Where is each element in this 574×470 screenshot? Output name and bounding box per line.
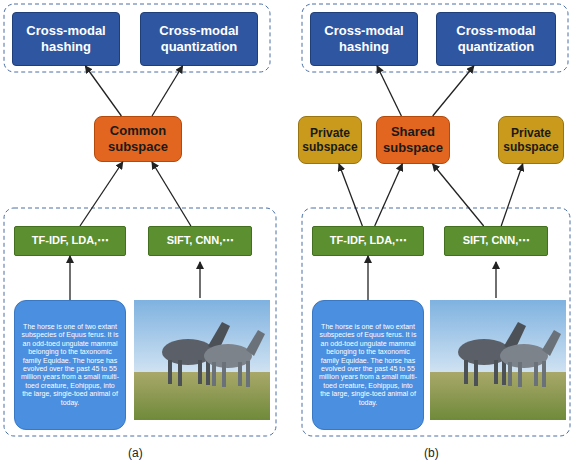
arrow-connector bbox=[433, 66, 474, 116]
dashed-group bbox=[4, 4, 270, 72]
node-text: Cross-modal hashing bbox=[316, 23, 412, 54]
horse-photo bbox=[430, 300, 566, 420]
subspace-box: Private subspace bbox=[298, 116, 362, 164]
node-text: Cross-modal hashing bbox=[18, 23, 114, 54]
feature-box: TF-IDF, LDA,⋯ bbox=[14, 226, 126, 256]
panel-label: (b) bbox=[424, 446, 439, 460]
text-document: The horse is one of two extant subspecie… bbox=[14, 300, 126, 430]
node-text: Common subspace bbox=[100, 123, 176, 154]
node-text: Private subspace bbox=[503, 126, 558, 155]
subspace-box: Shared subspace bbox=[376, 116, 450, 164]
photo-arrow bbox=[199, 262, 200, 298]
method-box: Cross-modal quantization bbox=[140, 12, 258, 66]
node-text: TF-IDF, LDA,⋯ bbox=[330, 234, 406, 247]
arrow-connector bbox=[85, 66, 121, 116]
arrow-connector bbox=[69, 256, 70, 300]
feature-box: SIFT, CNN,⋯ bbox=[148, 226, 252, 256]
arrow-connector bbox=[80, 162, 123, 226]
method-box: Cross-modal hashing bbox=[12, 12, 120, 66]
feature-box: TF-IDF, LDA,⋯ bbox=[312, 226, 424, 256]
arrow-connector bbox=[501, 164, 523, 226]
panel-label: (a) bbox=[128, 446, 143, 460]
arrow-connector bbox=[152, 66, 183, 116]
feature-box: SIFT, CNN,⋯ bbox=[444, 226, 548, 256]
horse-photo bbox=[134, 300, 270, 420]
node-text: The horse is one of two extant subspecie… bbox=[20, 323, 120, 407]
node-text: TF-IDF, LDA,⋯ bbox=[32, 234, 108, 247]
method-box: Cross-modal hashing bbox=[310, 12, 418, 66]
arrow-connector bbox=[339, 164, 362, 226]
text-document: The horse is one of two extant subspecie… bbox=[312, 300, 424, 430]
dashed-group bbox=[302, 208, 570, 436]
dashed-group bbox=[4, 208, 276, 436]
photo-arrow bbox=[495, 262, 496, 298]
dashed-group bbox=[302, 4, 568, 72]
node-text: Cross-modal quantization bbox=[146, 23, 252, 54]
node-text: SIFT, CNN,⋯ bbox=[463, 234, 530, 247]
node-text: SIFT, CNN,⋯ bbox=[167, 234, 234, 247]
arrow-connector bbox=[152, 162, 191, 226]
arrow-connector bbox=[433, 164, 484, 226]
subspace-box: Private subspace bbox=[498, 116, 564, 164]
node-text: Private subspace bbox=[302, 126, 357, 155]
subspace-box: Common subspace bbox=[94, 116, 182, 162]
node-text: The horse is one of two extant subspecie… bbox=[318, 323, 418, 407]
method-box: Cross-modal quantization bbox=[436, 12, 556, 66]
arrow-connector bbox=[375, 164, 403, 226]
arrow-connector bbox=[377, 66, 401, 116]
arrow-connector bbox=[367, 256, 368, 300]
node-text: Shared subspace bbox=[382, 124, 444, 155]
node-text: Cross-modal quantization bbox=[442, 23, 550, 54]
